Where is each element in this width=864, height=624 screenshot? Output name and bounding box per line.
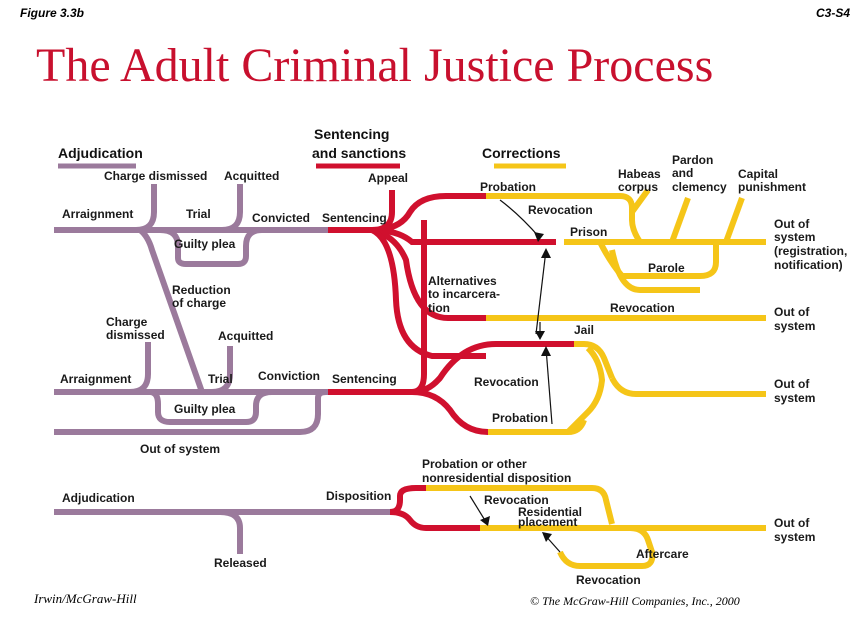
label-out-of-system-4b: system	[774, 530, 815, 544]
label-sentencing-mid: Sentencing	[332, 372, 397, 386]
label-alternatives-3: tion	[428, 301, 450, 315]
corrections-paths	[426, 188, 766, 569]
label-out-of-system-4a: Out of	[774, 516, 810, 530]
section-sentencing-line2: and sanctions	[312, 145, 406, 161]
adjudication-paths	[54, 184, 392, 554]
label-alternatives-1: Alternatives	[428, 274, 497, 288]
label-out-of-system-1a: Out of	[774, 217, 810, 231]
label-arraignment-top: Arraignment	[62, 207, 133, 221]
label-reduction-2: of charge	[172, 296, 226, 310]
label-guilty-plea-top: Guilty plea	[174, 237, 236, 251]
arrow-head-icon	[534, 232, 544, 242]
label-conviction: Conviction	[258, 369, 320, 383]
label-probation-other-1: Probation or other	[422, 457, 527, 471]
label-charge-dismissed-top: Charge dismissed	[104, 169, 207, 183]
publisher-credit: Irwin/McGraw-Hill	[34, 591, 137, 606]
label-out-of-system-1d: notification)	[774, 258, 843, 272]
arrow-head-icon	[541, 248, 551, 258]
label-revocation-1: Revocation	[528, 203, 593, 217]
label-revocation-2: Revocation	[610, 301, 675, 315]
arrow-head-icon	[535, 331, 545, 340]
label-probation-other-2: nonresidential disposition	[422, 471, 571, 485]
label-revocation-4: Revocation	[484, 493, 549, 507]
label-habeas-2: corpus	[618, 180, 658, 194]
label-appeal: Appeal	[368, 171, 408, 185]
label-pardon-3: clemency	[672, 180, 727, 194]
sentencing-paths	[328, 190, 574, 531]
label-sentencing-top: Sentencing	[322, 211, 387, 225]
section-sentencing-line1: Sentencing	[314, 126, 389, 142]
label-released: Released	[214, 556, 267, 570]
label-guilty-plea-mid: Guilty plea	[174, 402, 236, 416]
label-out-of-system-1b: system	[774, 230, 815, 244]
label-revocation-3: Revocation	[474, 375, 539, 389]
label-trial-mid: Trial	[208, 372, 233, 386]
label-residential-2: placement	[518, 515, 577, 529]
label-disposition: Disposition	[326, 489, 391, 503]
label-capital-2: punishment	[738, 180, 806, 194]
arrow-head-icon	[480, 516, 490, 526]
label-acquitted-mid: Acquitted	[218, 329, 273, 343]
label-out-of-system-2a: Out of	[774, 305, 810, 319]
label-pardon-1: Pardon	[672, 153, 713, 167]
label-revocation-5: Revocation	[576, 573, 641, 587]
label-probation-top: Probation	[480, 180, 536, 194]
arrow-head-icon	[541, 346, 551, 356]
label-charge-dismissed-mid-1: Charge	[106, 315, 148, 329]
label-parole: Parole	[648, 261, 685, 275]
label-acquitted-top: Acquitted	[224, 169, 279, 183]
label-out-of-system-3b: system	[774, 391, 815, 405]
label-pardon-2: and	[672, 166, 693, 180]
section-corrections: Corrections	[482, 145, 561, 161]
label-jail: Jail	[574, 323, 594, 337]
revocation-arrow-2	[535, 249, 547, 335]
label-charge-dismissed-mid-2: dismissed	[106, 328, 165, 342]
label-trial-top: Trial	[186, 207, 211, 221]
copyright-notice: © The McGraw-Hill Companies, Inc., 2000	[530, 594, 740, 608]
label-aftercare: Aftercare	[636, 547, 689, 561]
page-title: The Adult Criminal Justice Process	[36, 39, 714, 92]
label-out-of-system-2b: system	[774, 319, 815, 333]
label-convicted: Convicted	[252, 211, 310, 225]
revocation-arrow-5	[469, 495, 487, 523]
revocation-arrow-4	[545, 347, 553, 425]
label-out-of-system-3a: Out of	[774, 377, 810, 391]
label-alternatives-2: to incarcera-	[428, 287, 500, 301]
revocation-arrows	[469, 199, 561, 553]
label-probation-mid: Probation	[492, 411, 548, 425]
label-capital-1: Capital	[738, 167, 778, 181]
arrow-head-icon	[542, 532, 552, 542]
label-out-of-system: Out of system	[140, 442, 220, 456]
label-out-of-system-1c: (registration,	[774, 244, 847, 258]
figure-label: Figure 3.3b	[20, 6, 85, 20]
label-residential-1: Residential	[518, 505, 582, 519]
label-prison: Prison	[570, 225, 607, 239]
label-reduction-1: Reduction	[172, 283, 231, 297]
section-adjudication: Adjudication	[58, 145, 143, 161]
label-adjudication-juvenile: Adjudication	[62, 491, 135, 505]
slide-id: C3-S4	[815, 6, 850, 20]
label-habeas-1: Habeas	[618, 167, 661, 181]
label-arraignment-mid: Arraignment	[60, 372, 131, 386]
